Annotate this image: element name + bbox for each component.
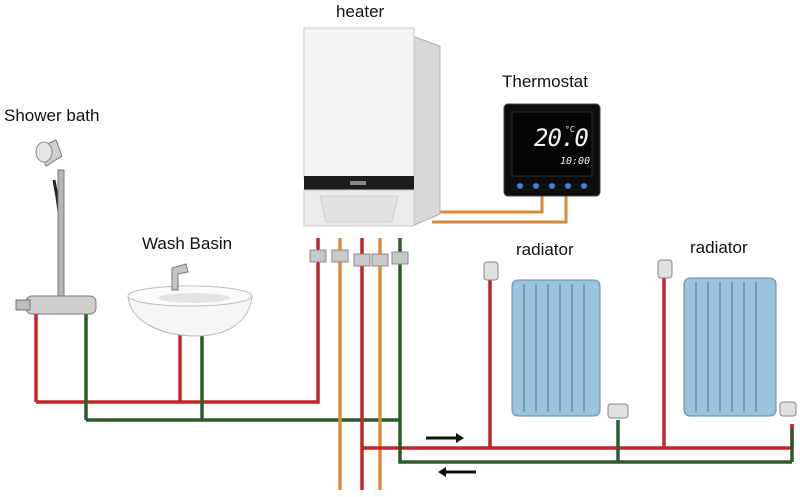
thermostat-device (503, 103, 601, 197)
thermostat-wire-2 (432, 190, 568, 224)
boiler-unit (303, 27, 441, 267)
valve-5 (391, 251, 409, 265)
thermostat-clock-readout: 10:00 (560, 156, 591, 167)
wash-basin-assembly (127, 263, 253, 337)
shower-assembly (15, 139, 97, 315)
basin-faucet (171, 263, 189, 291)
valve-4 (371, 253, 389, 267)
shower-rail (57, 169, 65, 297)
boiler-body (303, 27, 415, 179)
valve-1 (309, 249, 327, 263)
thermostat-button-1 (517, 183, 523, 189)
radiator-supply-pipe (362, 424, 794, 450)
thermostat-wire-1 (432, 190, 544, 214)
radiator-2-valve-bottom (779, 401, 797, 417)
shower-bath-label: Shower bath (4, 106, 100, 125)
boiler-side-panel (411, 35, 441, 227)
radiator-2-label: radiator (690, 238, 748, 257)
thermostat-button-3 (549, 183, 555, 189)
heater-label: heater (336, 2, 385, 21)
thermostat-button-2 (533, 183, 539, 189)
radiator-return-pipe (398, 420, 792, 464)
valve-2 (331, 249, 349, 263)
shower-mixer (25, 295, 97, 315)
thermostat-label: Thermostat (502, 72, 588, 91)
thermostat-unit-readout: °C (565, 125, 575, 134)
radiator-2-valve-top (657, 259, 673, 279)
radiator-1-valve-top (483, 261, 499, 281)
boiler-display-slot (350, 181, 366, 185)
wash-basin-label: Wash Basin (142, 234, 233, 253)
basin-bowl (127, 295, 253, 337)
radiator-1-valve-bottom (607, 403, 629, 419)
radiator-1 (483, 261, 629, 419)
thermostat-button-4 (565, 183, 571, 189)
valve-3 (353, 253, 371, 267)
thermostat-screen (511, 111, 593, 177)
flow-arrow-right (426, 433, 464, 443)
radiator-2 (657, 259, 797, 417)
flow-arrow-left (438, 467, 476, 477)
thermostat-button-5 (581, 183, 587, 189)
pipe-network (34, 190, 794, 490)
radiator-1-label: radiator (516, 240, 574, 259)
thermostat-temperature-readout: 20.0 (534, 124, 589, 152)
hot-main-pipe (36, 238, 320, 404)
